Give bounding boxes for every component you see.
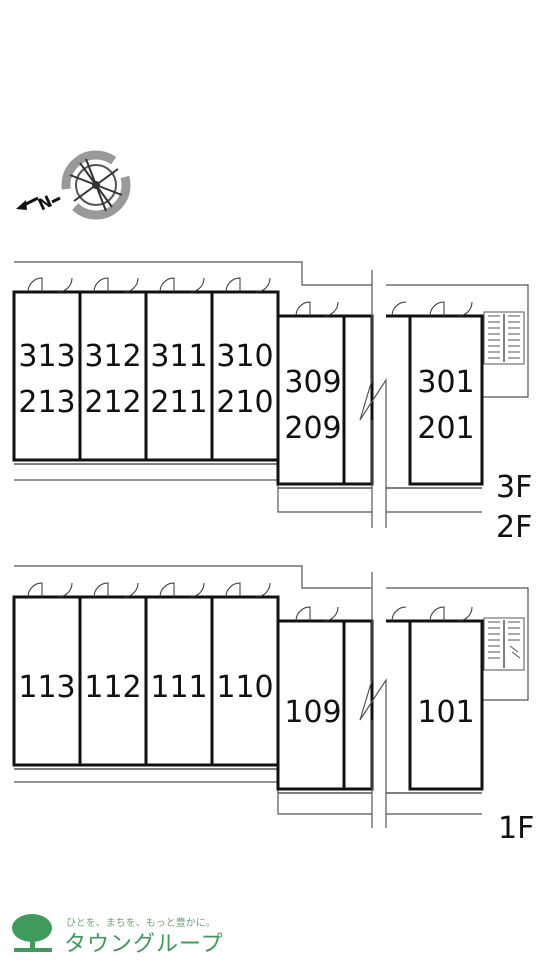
lower-block: 113 112 111 110 109 101 1F: [12, 565, 534, 846]
room-number: 209: [284, 411, 341, 446]
room-number: 113: [18, 670, 75, 705]
door-swings: [27, 582, 473, 622]
room-number: 110: [216, 670, 273, 705]
upper-room-labels: 313 213 312 212 311 211 310 210 309 209 …: [18, 339, 474, 446]
north-letter: N: [35, 192, 55, 215]
north-indicator: N: [16, 192, 61, 215]
room-number: 213: [18, 385, 75, 420]
room-number: 109: [284, 695, 341, 730]
room-number: 310: [216, 339, 273, 374]
room-number: 201: [417, 411, 474, 446]
room-number: 309: [284, 365, 341, 400]
room-number: 311: [150, 339, 207, 374]
logo-tagline: ひとを、まちを、もっと豊かに。: [66, 918, 216, 929]
upper-block: 313 213 312 212 311 211 310 210 309 209 …: [12, 261, 532, 545]
room-number: 313: [18, 339, 75, 374]
north-arrow-compass-icon: [61, 150, 131, 220]
room-number: 101: [417, 695, 474, 730]
room-number: 210: [216, 385, 273, 420]
room-number: 112: [84, 670, 141, 705]
door-swings: [27, 277, 473, 317]
room-number: 111: [150, 670, 207, 705]
floor-label-3f: 3F: [496, 470, 532, 505]
staircase-icon: [483, 617, 525, 671]
room-number: 212: [84, 385, 141, 420]
room-number: 211: [150, 385, 207, 420]
room-number: 301: [417, 365, 474, 400]
tree-logo-icon: [12, 914, 52, 952]
floor-label-1f: 1F: [498, 811, 534, 846]
staircase-icon: [483, 311, 525, 365]
floor-label-2f: 2F: [496, 510, 532, 545]
room-number: 312: [84, 339, 141, 374]
lower-room-labels: 113 112 111 110 109 101: [18, 670, 474, 730]
logo-name: タウングループ: [64, 932, 224, 957]
